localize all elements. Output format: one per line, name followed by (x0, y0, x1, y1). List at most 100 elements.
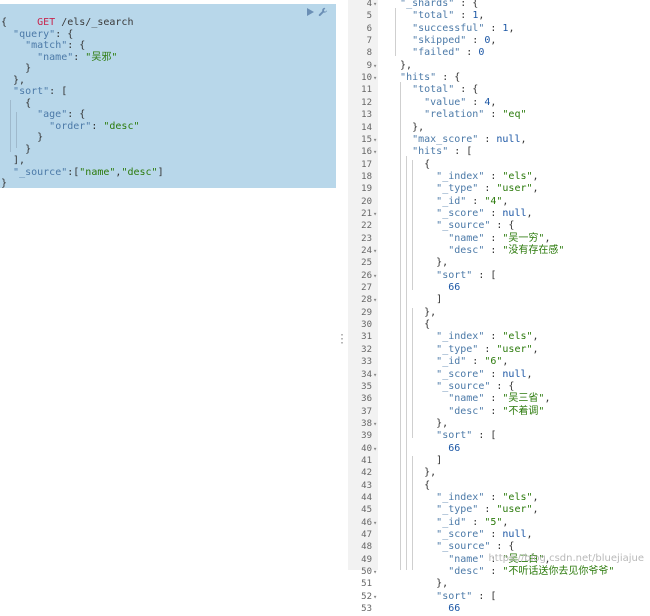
response-line: }, (388, 121, 425, 133)
response-line: }, (388, 59, 413, 71)
fold-toggle-icon[interactable]: ▾ (373, 209, 378, 218)
line-number: 21 (361, 208, 372, 219)
line-number: 52 (361, 591, 372, 602)
response-line: }, (388, 578, 449, 590)
indent-guide (16, 112, 17, 148)
line-number: 15 (361, 134, 372, 145)
line-number: 38 (361, 418, 372, 429)
line-number: 44 (361, 493, 372, 503)
fold-toggle-icon[interactable]: ▾ (373, 419, 378, 428)
response-line: "hits" : [ (412, 146, 473, 158)
response-line: "_score" : null, (436, 207, 533, 219)
fold-toggle-icon[interactable]: ▾ (373, 296, 378, 305)
fold-toggle-icon[interactable]: ▾ (373, 568, 378, 577)
response-line: "successful" : 1, (412, 22, 515, 34)
line-number: 47 (361, 530, 372, 541)
response-line: "_index" : "els", (436, 170, 539, 182)
fold-toggle-icon[interactable]: ▾ (373, 61, 378, 70)
response-line: "failed" : 0 (412, 47, 485, 59)
request-block[interactable]: GET /els/_search { "query": { "match": {… (0, 4, 336, 189)
fold-toggle-icon[interactable]: ▾ (373, 518, 378, 527)
line-number: 17 (361, 159, 372, 170)
line-number: 50 (361, 567, 372, 578)
line-number: 27 (361, 283, 372, 294)
fold-toggle-icon[interactable]: ▾ (373, 74, 378, 83)
wrench-icon[interactable] (318, 7, 328, 17)
line-number: 13 (361, 110, 372, 121)
line-number: 23 (361, 233, 372, 244)
response-line: "_index" : "els", (436, 331, 539, 343)
response-line: "_source" : { (436, 541, 515, 553)
line-number: 9 (366, 60, 372, 71)
line-number: 10 (361, 73, 372, 84)
indent-guide (412, 456, 413, 570)
response-line: "_score" : null, (436, 529, 533, 541)
response-line: "_source" : { (436, 220, 515, 232)
response-line: "_type" : "user", (436, 183, 539, 195)
line-number: 22 (361, 221, 372, 232)
fold-toggle-icon[interactable]: ▾ (373, 370, 378, 379)
line-number: 24 (361, 246, 372, 256)
indent-guide (395, 8, 396, 56)
response-line: "total" : 1, (412, 10, 485, 22)
request-line: GET /els/_search (1, 5, 133, 28)
line-number: 4 (366, 0, 372, 9)
response-line: "_type" : "user", (436, 343, 539, 355)
line-number: 19 (361, 184, 372, 195)
request-body-line: } (1, 63, 32, 74)
line-number: 32 (361, 344, 372, 355)
response-line: "total" : { (412, 84, 479, 96)
line-number-gutter (348, 0, 378, 570)
response-line: "skipped" : 0, (412, 35, 497, 47)
fold-toggle-icon[interactable]: ▾ (373, 271, 378, 280)
request-body-line: }, (1, 74, 26, 86)
response-line: }, (388, 417, 449, 429)
fold-toggle-icon[interactable]: ▾ (373, 247, 378, 255)
request-body-line: "query": { (13, 28, 74, 40)
fold-toggle-icon[interactable]: ▾ (373, 148, 378, 157)
indent-guide (412, 308, 413, 438)
request-editor-pane[interactable]: GET /els/_search { "query": { "match": {… (0, 0, 337, 570)
response-line: ] (388, 294, 443, 306)
line-number: 46 (361, 517, 372, 528)
response-line: "_id" : "6", (436, 356, 509, 368)
response-line: }, (388, 257, 449, 269)
line-number: 14 (361, 122, 372, 133)
play-icon[interactable] (307, 8, 314, 16)
response-line: "sort" : [ (436, 590, 497, 602)
request-body-line: "name": "吴邪" (37, 51, 118, 63)
response-line: "name" : "吴三省", (448, 393, 551, 405)
request-body-line: "match": { (25, 40, 86, 51)
response-line: "_index" : "els", (436, 492, 539, 503)
line-number: 42 (361, 468, 372, 479)
line-number: 20 (361, 196, 372, 207)
line-number: 16 (361, 147, 372, 158)
request-body-line: { (1, 17, 8, 28)
watermark: https://blog.csdn.net/bluejiajue (488, 553, 644, 564)
line-number: 11 (361, 85, 372, 96)
indent-guide (10, 100, 11, 152)
line-number: 37 (361, 406, 372, 417)
response-line: 66 (448, 603, 461, 615)
line-number: 18 (361, 171, 372, 182)
response-line: "_id" : "5", (436, 516, 509, 528)
response-line: { (388, 319, 431, 331)
response-line: 66 (448, 442, 461, 454)
line-number: 53 (361, 604, 372, 615)
request-body-line: } (1, 178, 8, 189)
indent-guide (406, 156, 407, 570)
response-line: "max_score" : null, (412, 133, 527, 145)
fold-toggle-icon[interactable]: ▾ (373, 135, 378, 144)
request-body-line: { (1, 97, 32, 109)
response-line: "relation" : "eq" (424, 109, 527, 121)
fold-toggle-icon[interactable]: ▾ (373, 0, 378, 8)
line-number: 48 (361, 542, 372, 553)
response-line: { (388, 158, 431, 170)
response-line: "_id" : "4", (436, 195, 509, 207)
response-line: "hits" : { (400, 72, 461, 84)
fold-toggle-icon[interactable]: ▾ (373, 444, 378, 453)
pane-resize-handle[interactable]: ··· (339, 330, 346, 349)
fold-toggle-icon[interactable]: ▾ (373, 592, 378, 601)
line-number: 8 (366, 48, 372, 59)
